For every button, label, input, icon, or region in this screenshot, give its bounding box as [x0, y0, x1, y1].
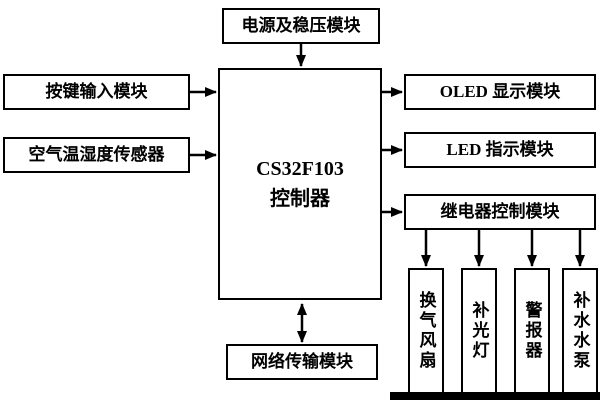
node-power-module-label: 电源及稳压模块 [241, 15, 361, 35]
bottom-black-bar [390, 392, 600, 400]
node-oled-module: OLED 显示模块 [404, 74, 596, 110]
node-ventilation-fan: 换气风扇 [408, 268, 444, 394]
node-fill-light: 补光灯 [461, 268, 497, 394]
node-power-module: 电源及稳压模块 [222, 8, 380, 44]
node-network-label: 网络传输模块 [251, 351, 353, 371]
node-network-module: 网络传输模块 [226, 344, 378, 380]
node-relay-module: 继电器控制模块 [404, 194, 596, 230]
node-controller-model: CS32F103 [256, 158, 344, 180]
node-ventilation-fan-label: 换气风扇 [416, 291, 436, 371]
node-oled-label: OLED 显示模块 [439, 81, 561, 101]
node-water-pump-label: 补水水泵 [570, 291, 590, 371]
node-alarm: 警报器 [514, 268, 550, 394]
node-key-input-label: 按键输入模块 [45, 81, 148, 101]
node-water-pump: 补水水泵 [562, 268, 598, 394]
node-air-sensor-label: 空气温湿度传感器 [28, 144, 165, 164]
node-air-sensor-module: 空气温湿度传感器 [3, 137, 190, 173]
node-alarm-label: 警报器 [522, 301, 542, 361]
node-controller-label: 控制器 [270, 188, 330, 210]
node-led-module: LED 指示模块 [404, 132, 596, 168]
node-relay-label: 继电器控制模块 [440, 201, 560, 221]
node-controller: CS32F103 控制器 [218, 68, 382, 300]
node-led-label: LED 指示模块 [446, 139, 554, 159]
node-key-input-module: 按键输入模块 [3, 74, 190, 110]
node-fill-light-label: 补光灯 [469, 301, 489, 361]
